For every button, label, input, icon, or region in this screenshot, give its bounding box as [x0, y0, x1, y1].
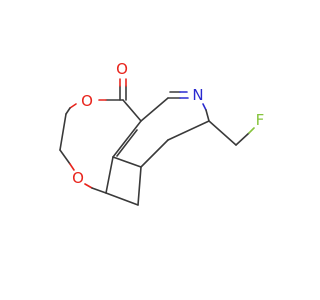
ring-oxygen-upper-label: O [81, 92, 93, 110]
carbonyl-bond [119, 78, 127, 101]
structure-canvas: O O O N F [59, 60, 265, 206]
carbonyl-oxygen-label: O [116, 60, 128, 78]
molecule-drawing: O O O N F [59, 60, 265, 206]
fluorine-label: F [256, 111, 265, 129]
benzene-ring-bonds [105, 120, 255, 206]
oxepine-ring-bonds [59, 99, 124, 194]
ring-oxygen-lower-label: O [72, 169, 84, 187]
nitrogen-label: N [192, 86, 203, 104]
pyridine-ring-bonds [112, 91, 210, 158]
